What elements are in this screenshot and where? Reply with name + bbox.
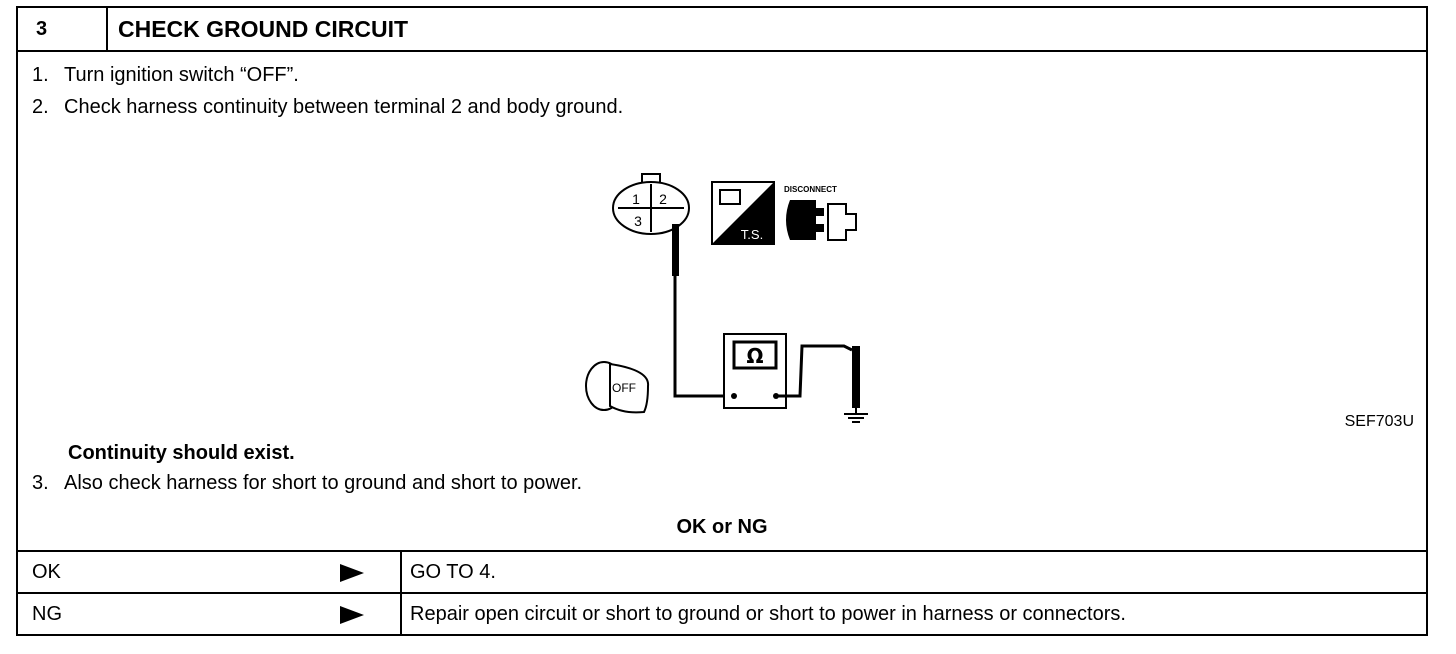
result-action: GO TO 4. <box>400 552 1430 592</box>
terminal-3-label: 3 <box>634 213 642 229</box>
step-header: 3 CHECK GROUND CIRCUIT <box>18 8 1426 52</box>
figure-id: SEF703U <box>1344 413 1414 430</box>
instruction-3: 3. Also check harness for short to ground… <box>32 472 582 495</box>
result-heading: OK or NG <box>676 516 768 538</box>
instruction-2: 2. Check harness continuity between termi… <box>32 96 623 119</box>
arrow-icon <box>340 564 364 582</box>
arrow-icon <box>340 606 364 624</box>
continuity-check-diagram: 1 2 3 T.S. DISCONNECT Ω <box>585 173 868 423</box>
instruction-number: 2. <box>32 96 49 118</box>
result-row-ng: NG Repair open circuit or short to groun… <box>18 592 1426 634</box>
disconnect-icon: DISCONNECT <box>784 185 857 241</box>
ohm-symbol: Ω <box>746 344 763 368</box>
step-title: CHECK GROUND CIRCUIT <box>118 16 409 42</box>
instruction-number: 1. <box>32 64 49 86</box>
key-off-label: OFF <box>612 381 636 395</box>
result-key: OK <box>32 561 61 583</box>
harness-connector: 1 2 3 <box>612 173 690 235</box>
instruction-text: Turn ignition switch “OFF”. <box>64 64 299 86</box>
instruction-text: Check harness continuity between termina… <box>64 96 624 118</box>
ts-label: T.S. <box>741 227 763 242</box>
procedure-box: 3 CHECK GROUND CIRCUIT 1. Turn ignition s… <box>16 6 1428 636</box>
disconnect-label: DISCONNECT <box>784 185 837 194</box>
instruction-text: Also check harness for short to ground a… <box>64 472 583 494</box>
result-row-ok: OK GO TO 4. <box>18 550 1426 592</box>
terminal-2-label: 2 <box>659 191 667 207</box>
instruction-1: 1. Turn ignition switch “OFF”. <box>32 64 299 87</box>
ground-wire <box>776 344 853 398</box>
test-probe <box>672 224 679 276</box>
ohmmeter: Ω <box>723 333 787 409</box>
result-key: NG <box>32 603 62 625</box>
instruction-number: 3. <box>32 472 49 494</box>
terminal-1-label: 1 <box>632 191 640 207</box>
expected-result: Continuity should exist. <box>68 442 295 464</box>
trouble-diagnosis-icon: T.S. <box>711 181 775 245</box>
probe-wire <box>673 276 734 398</box>
body-ground-icon <box>844 408 868 423</box>
result-action: Repair open circuit or short to ground o… <box>400 594 1430 634</box>
tool-icon <box>719 189 741 205</box>
ground-probe <box>852 346 860 408</box>
step-number: 3 <box>18 8 108 50</box>
ignition-key-icon: OFF <box>585 361 650 414</box>
